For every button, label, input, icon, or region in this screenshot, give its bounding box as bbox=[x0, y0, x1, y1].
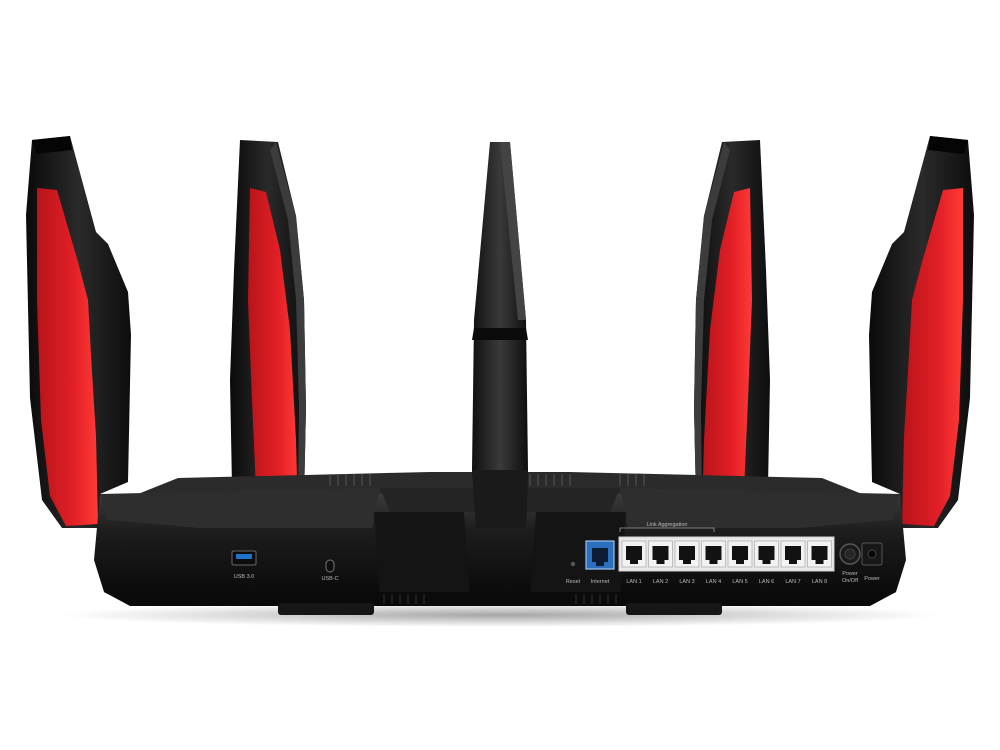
usbc-port[interactable] bbox=[325, 559, 335, 573]
power-switch-button[interactable] bbox=[839, 543, 861, 565]
power-label: Power bbox=[864, 576, 880, 582]
lan-port-8[interactable] bbox=[807, 540, 832, 568]
lan-port-1-label: LAN 1 bbox=[626, 579, 641, 585]
internet-label: Internet bbox=[591, 579, 610, 585]
lan-port-2-label: LAN 2 bbox=[653, 579, 668, 585]
lan-port-4-label: LAN 4 bbox=[706, 579, 721, 585]
usbc-label: USB-C bbox=[321, 576, 338, 582]
internet-port[interactable] bbox=[585, 540, 615, 570]
usb3-port[interactable] bbox=[231, 550, 257, 566]
link-aggregation-label: Link Aggregation bbox=[647, 522, 688, 528]
lan-port-8-label: LAN 8 bbox=[812, 579, 827, 585]
top-vents bbox=[329, 474, 645, 486]
power-switch-label-line1: Power bbox=[842, 571, 858, 577]
lan-port-1[interactable] bbox=[621, 540, 647, 568]
antenna-far-left bbox=[26, 136, 131, 528]
lan-port-5[interactable] bbox=[727, 540, 753, 568]
bottom-grille bbox=[383, 594, 617, 604]
lan-port-4[interactable] bbox=[701, 540, 726, 568]
antenna-far-right bbox=[869, 136, 974, 528]
power-switch-label-line2: On/Off bbox=[842, 578, 859, 584]
reset-button[interactable] bbox=[570, 561, 576, 567]
lan-port-3-label: LAN 3 bbox=[679, 579, 694, 585]
lan-port-7-label: LAN 7 bbox=[785, 579, 800, 585]
usb3-label: USB 3.0 bbox=[234, 574, 254, 580]
lan-port-3[interactable] bbox=[674, 540, 700, 568]
reset-label: Reset bbox=[566, 579, 581, 585]
antenna-inner-right bbox=[694, 140, 770, 532]
lan-port-6-label: LAN 6 bbox=[759, 579, 774, 585]
floor-shadow bbox=[60, 603, 940, 627]
antenna-inner-left bbox=[230, 140, 306, 532]
lan-port-5-label: LAN 5 bbox=[732, 579, 747, 585]
lan-port-2[interactable] bbox=[648, 540, 673, 568]
lan-port-7[interactable] bbox=[780, 540, 806, 568]
lan-port-6[interactable] bbox=[754, 540, 779, 568]
antenna-center bbox=[472, 142, 528, 528]
power-jack[interactable] bbox=[861, 542, 883, 566]
link-aggregation-bracket bbox=[619, 527, 715, 532]
